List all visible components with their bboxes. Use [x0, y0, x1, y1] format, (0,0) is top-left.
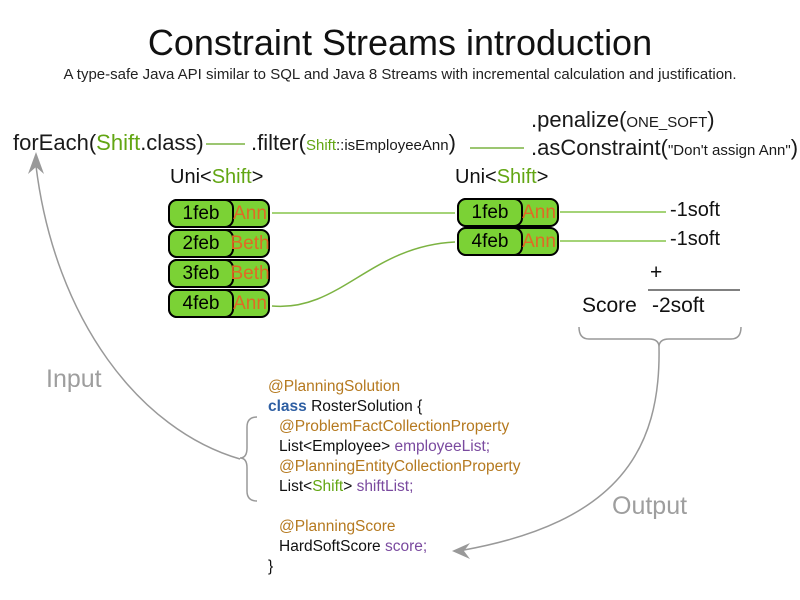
shift-date: 4feb	[168, 289, 234, 318]
code-line-annotation-planning-entity: @PlanningEntityCollectionProperty	[268, 457, 520, 477]
filter-type: Shift	[306, 137, 337, 154]
score-field: score;	[384, 538, 428, 555]
code-brace	[239, 416, 258, 502]
annotation-planning-score: @PlanningScore	[279, 518, 396, 535]
uni-type: Shift	[211, 166, 252, 188]
annotation-planning-solution: @PlanningSolution	[268, 378, 401, 395]
uni-type: Shift	[496, 166, 537, 188]
shift-employee: Ann	[233, 292, 267, 314]
class-name: RosterSolution {	[306, 398, 423, 415]
filter-call: .filter(Shift::isEmployeeAnn)	[251, 130, 456, 156]
filter-arg: ::isEmployeeAnn	[336, 137, 449, 154]
filtered-row-4feb-ann: 4feb Ann	[457, 227, 559, 256]
foreach-type: Shift	[96, 130, 141, 155]
code-line-shift-list: List<Shift> shiftList;	[268, 477, 520, 497]
score-type: HardSoftScore	[279, 538, 385, 555]
shift-employee: Ann	[522, 201, 556, 223]
shift-row-1feb-ann: 1feb Ann	[168, 199, 270, 228]
foreach-post: .class)	[140, 130, 204, 155]
shift-employee: Beth	[230, 262, 270, 284]
output-label: Output	[612, 492, 688, 520]
shift-row-3feb-beth: 3feb Beth	[168, 259, 270, 288]
score-brace	[578, 326, 742, 348]
shift-list-type-pre: List<	[279, 478, 313, 495]
penalize-arg: ONE_SOFT	[626, 114, 708, 131]
input-label: Input	[46, 365, 102, 393]
class-keyword: class	[268, 398, 307, 415]
shift-date: 1feb	[168, 199, 234, 228]
code-line-score: HardSoftScore score;	[268, 537, 520, 557]
employee-list-field: employeeList;	[394, 438, 491, 455]
score-label: Score	[582, 294, 637, 317]
connector-row-4feb-curve	[271, 241, 456, 308]
penalize-post: )	[707, 107, 715, 132]
asconstraint-arg: "Don't assign Ann"	[667, 142, 791, 159]
shift-date: 1feb	[457, 198, 523, 227]
shift-date: 4feb	[457, 227, 523, 256]
shift-list-field: shiftList;	[356, 478, 414, 495]
code-line-annotation-score: @PlanningScore	[268, 517, 520, 537]
asconstraint-post: )	[790, 135, 799, 160]
code-line-annotation-problem-fact: @ProblemFactCollectionProperty	[268, 417, 520, 437]
score-total: -2soft	[652, 294, 705, 317]
filter-post: )	[448, 130, 456, 155]
shift-employee: Ann	[233, 202, 267, 224]
shift-employee: Beth	[230, 232, 270, 254]
foreach-call: forEach(Shift.class)	[13, 130, 204, 156]
filtered-row-1feb-ann: 1feb Ann	[457, 198, 559, 227]
asconstraint-call: .asConstraint("Don't assign Ann")	[531, 135, 798, 161]
penalize-pre: .penalize(	[531, 107, 627, 132]
closing-brace: }	[268, 558, 274, 575]
annotation-problem-fact: @ProblemFactCollectionProperty	[279, 418, 510, 435]
shift-employee: Ann	[522, 230, 556, 252]
shift-list-type-post: >	[343, 478, 357, 495]
code-line-employee-list: List<Employee> employeeList;	[268, 437, 520, 457]
shift-date: 3feb	[168, 259, 234, 288]
page-subtitle: A type-safe Java API similar to SQL and …	[63, 66, 737, 83]
code-line-close: }	[268, 557, 520, 577]
uni-pre: Uni<	[170, 166, 212, 188]
uni-post: >	[536, 166, 549, 188]
shift-row-2feb-beth: 2feb Beth	[168, 229, 270, 258]
penalty-value-2: -1soft	[670, 228, 721, 250]
code-line-class-decl: class RosterSolution {	[268, 397, 520, 417]
penalize-call: .penalize(ONE_SOFT)	[531, 107, 715, 133]
penalty-value-1: -1soft	[670, 199, 721, 221]
uni-shift-label-right: Uni<Shift>	[455, 166, 548, 189]
uni-pre: Uni<	[455, 166, 497, 188]
employee-list-type: List<Employee>	[279, 438, 395, 455]
code-line-annotation-solution: @PlanningSolution	[268, 377, 520, 397]
plus-sign: +	[650, 261, 663, 284]
asconstraint-pre: .asConstraint(	[531, 135, 668, 160]
roster-solution-code: @PlanningSolution class RosterSolution {…	[268, 377, 520, 577]
page-title: Constraint Streams introduction	[147, 22, 653, 63]
uni-post: >	[251, 166, 264, 188]
uni-shift-label-left: Uni<Shift>	[170, 166, 263, 189]
filter-pre: .filter(	[251, 130, 306, 155]
shift-type: Shift	[312, 478, 344, 495]
annotation-planning-entity: @PlanningEntityCollectionProperty	[279, 458, 521, 475]
shift-row-4feb-ann: 4feb Ann	[168, 289, 270, 318]
shift-date: 2feb	[168, 229, 234, 258]
foreach-pre: forEach(	[13, 130, 97, 155]
code-blank-line	[268, 497, 520, 517]
